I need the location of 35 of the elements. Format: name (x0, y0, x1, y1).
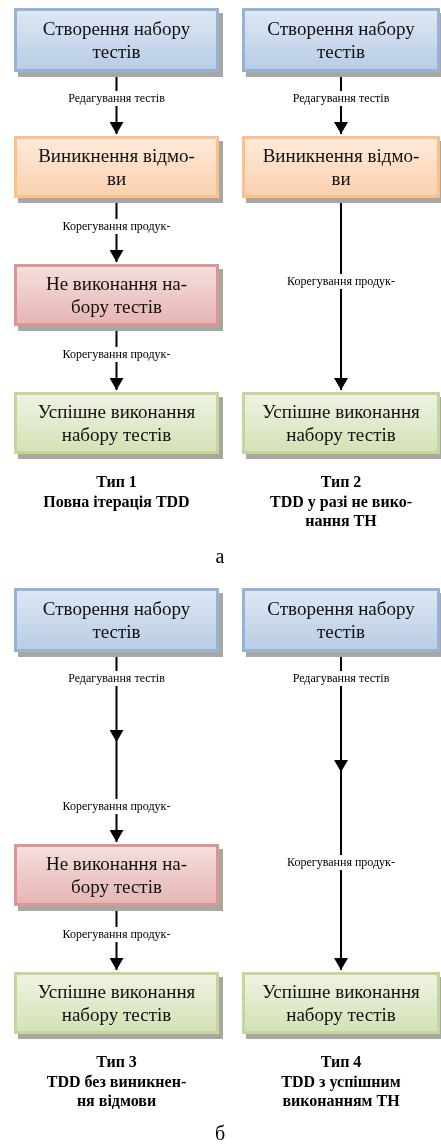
edge-label: Корегування продук- (60, 347, 173, 362)
box-label: Створення набору тестів (41, 597, 192, 643)
arrow (334, 200, 348, 391)
caption: Повна ітерація TDD (42, 492, 191, 511)
caption: TDD з успішним виконанням ТН (280, 1072, 402, 1110)
box-label: Створення набору тестів (41, 17, 192, 63)
box-label: Не виконання на- бору тестів (44, 272, 189, 318)
box-label: Створення набору тестів (266, 597, 416, 643)
line-label: Корегування продук- (285, 855, 397, 870)
caption: TDD без виникнен- ня відмови (45, 1072, 188, 1110)
box-label: Не виконання на- бору тестів (44, 852, 189, 898)
box-label: Створення набору тестів (266, 17, 416, 63)
edge-label: Редагування тестів (290, 671, 392, 686)
edge-label: Корегування продук- (60, 927, 173, 942)
box-label: Успішне виконання набору тестів (261, 980, 421, 1026)
caption: Тип 2 (319, 472, 363, 491)
panel-letter: а (214, 545, 226, 567)
edge-label: Редагування тестів (290, 91, 392, 106)
box-label: Виникнення відмо- ви (37, 144, 196, 190)
edge-label: Корегування продук- (60, 219, 173, 234)
edge-label: Корегування продук- (285, 274, 397, 289)
caption: Тип 3 (95, 1052, 138, 1071)
panel-letter: б (213, 1122, 227, 1144)
arrow (110, 654, 124, 843)
line-label: Корегування продук- (60, 799, 173, 814)
edge-label: Редагування тестів (66, 91, 167, 106)
box-label: Виникнення відмо- ви (261, 144, 421, 190)
arrow (334, 654, 348, 971)
caption: Тип 1 (95, 472, 138, 491)
box-label: Успішне виконання набору тестів (261, 400, 421, 446)
caption: Тип 4 (319, 1052, 363, 1071)
edge-label: Редагування тестів (66, 671, 167, 686)
caption: TDD у разі не вико- нання ТН (268, 492, 414, 530)
box-label: Успішне виконання набору тестів (36, 980, 197, 1026)
box-label: Успішне виконання набору тестів (36, 400, 197, 446)
